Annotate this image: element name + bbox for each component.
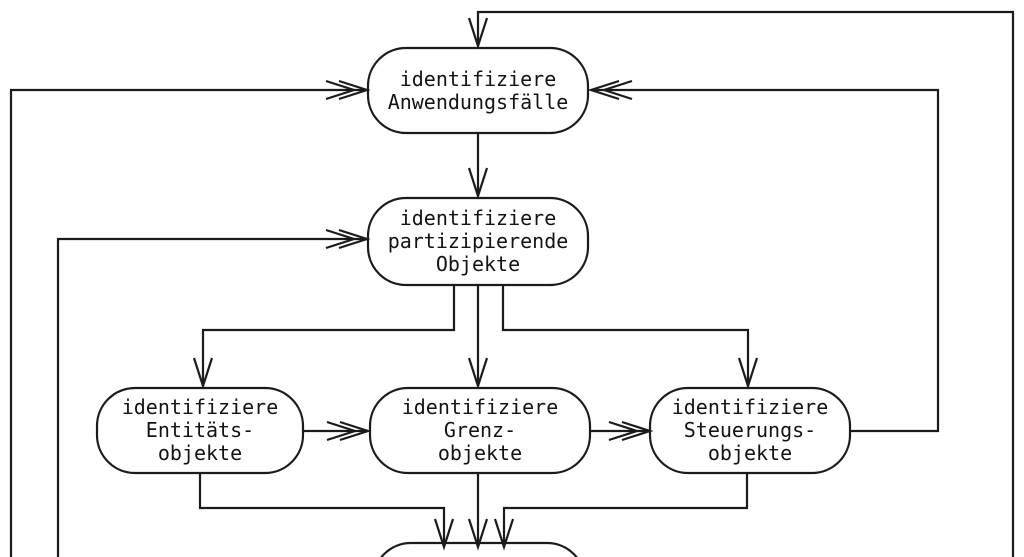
- arrowhead-left-outer-to-anwendungsfaelle: [325, 79, 371, 101]
- edge-loop-right-to-anwendungsfaelle-top: [476, 10, 1015, 557]
- arrowhead-partizipierende-to-entitaets: [192, 357, 214, 390]
- node-bottom-partial: [380, 541, 578, 557]
- node-label-grenzobjekte: identifiziere Grenz- objekte: [401, 395, 559, 465]
- arrowhead-steuerungs-to-anwendungsfaelle: [587, 79, 633, 101]
- arrowhead-loop-right-to-anwendungsfaelle-top: [467, 17, 489, 50]
- edge-left-outer-to-anwendungsfaelle: [9, 88, 367, 557]
- node-anwendungsfaelle: [366, 46, 590, 135]
- edge-entitaets-to-bottom: [198, 473, 446, 547]
- arrowhead-steuerungs-to-bottom: [493, 518, 515, 551]
- node-label-steuerungsobjekte: identifiziere Steuerungs- objekte: [671, 395, 829, 465]
- arrowhead-partizipierende-to-grenz: [467, 357, 489, 390]
- arrowhead-layer: [192, 17, 759, 551]
- edge-layer: [9, 10, 1015, 557]
- node-label-entitaetsobjekte: identifiziere Entitäts- objekte: [121, 395, 279, 465]
- edge-left-inner-to-partizipierende: [56, 237, 367, 557]
- arrowhead-grenz-to-steuerungs: [608, 420, 654, 442]
- arrowhead-entitaets-to-grenz: [326, 420, 372, 442]
- arrowhead-anwendungsfaelle-to-partizipierende: [467, 167, 489, 200]
- edge-partizipierende-to-entitaets: [201, 285, 456, 386]
- node-layer: [95, 46, 852, 557]
- node-partizipierende-objekte: [366, 196, 590, 287]
- node-steuerungsobjekte: [648, 386, 852, 475]
- arrowhead-partizipierende-to-steuerungs: [737, 357, 759, 390]
- edge-steuerungs-to-bottom: [502, 473, 749, 547]
- arrowhead-entitaets-to-bottom: [433, 518, 455, 551]
- arrowhead-left-inner-to-partizipierende: [325, 228, 371, 250]
- arrowhead-grenz-to-bottom: [467, 518, 489, 551]
- node-entitaetsobjekte: [95, 386, 305, 475]
- node-grenzobjekte: [368, 386, 592, 475]
- edge-partizipierende-to-steuerungs: [501, 285, 750, 386]
- node-label-anwendungsfaelle: identifiziere Anwendungsfälle: [387, 66, 569, 114]
- edge-steuerungs-to-anwendungsfaelle: [591, 88, 940, 433]
- node-label-partizipierende-objekte: identifiziere partizipierende Objekte: [387, 206, 569, 276]
